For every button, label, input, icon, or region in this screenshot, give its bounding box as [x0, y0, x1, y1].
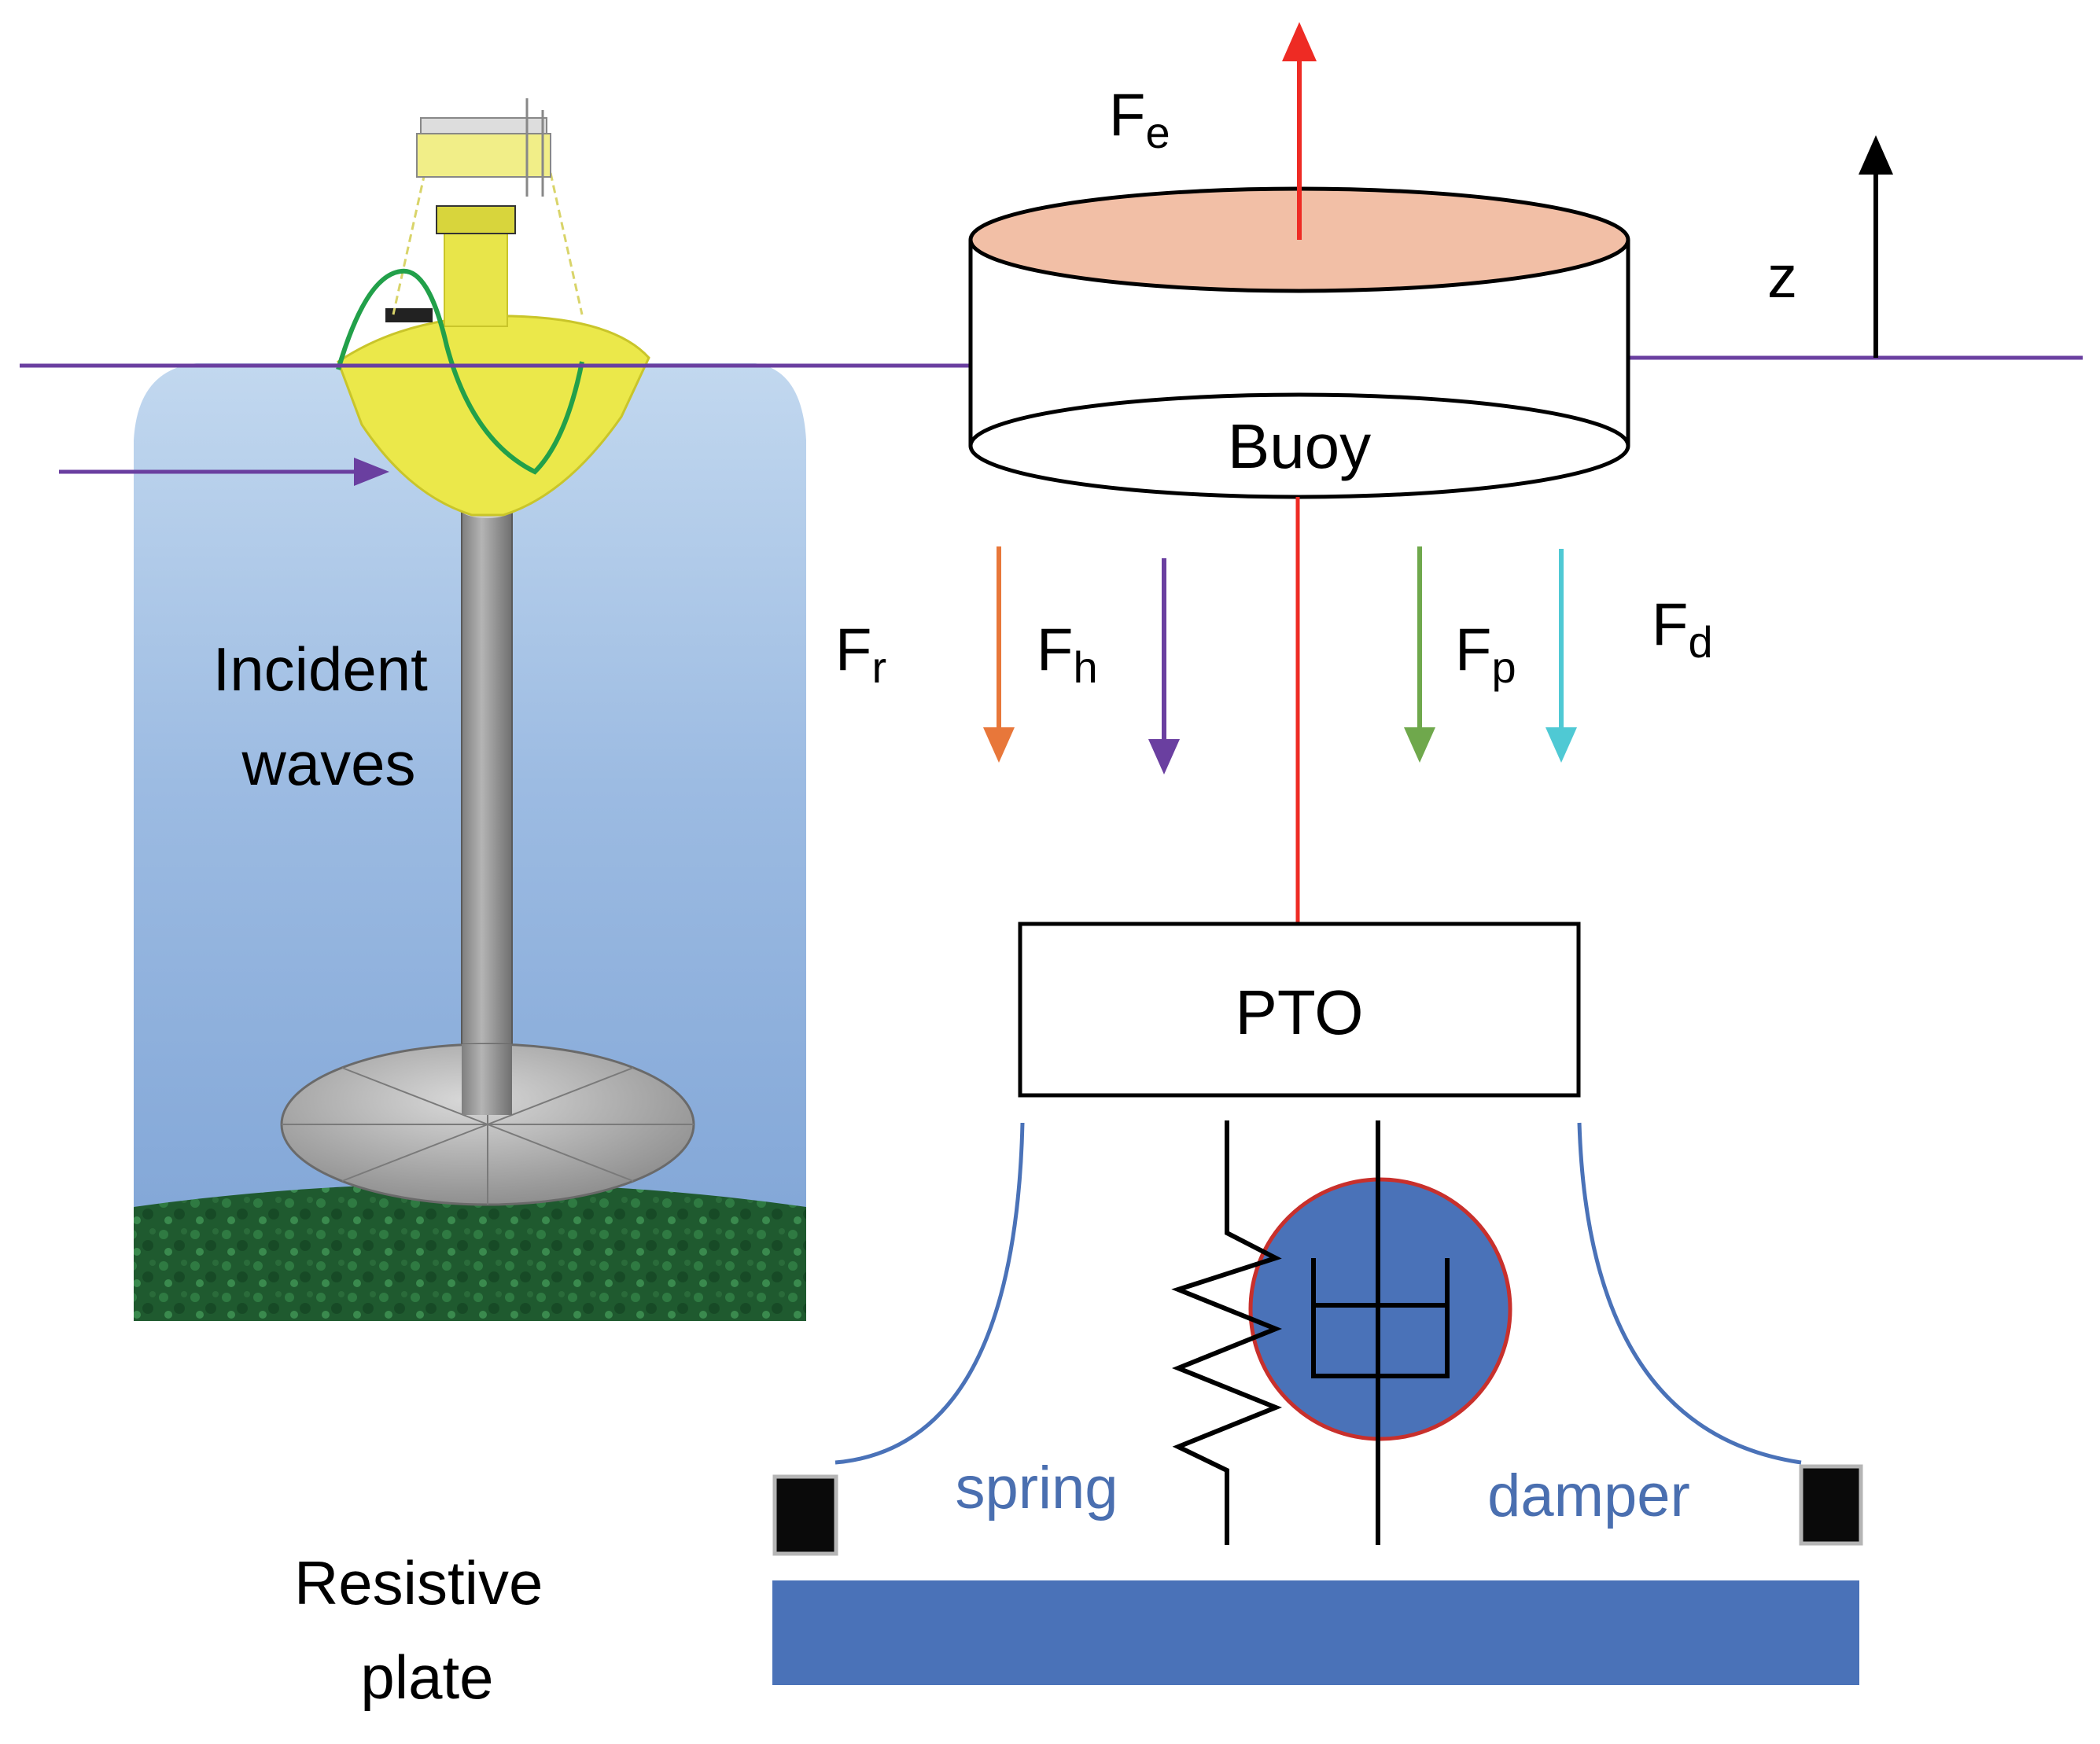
- fr-arrow: [983, 546, 1015, 763]
- resistive-plate-label: Resistive plate: [294, 1548, 560, 1712]
- spring: [1171, 1120, 1283, 1545]
- wave-converter-illustration: [59, 98, 806, 1321]
- buoy-label: Buoy: [1228, 411, 1371, 481]
- water-surface-line: [20, 355, 2083, 368]
- spar-pole: [461, 506, 513, 1117]
- fh-arrow: [1148, 558, 1180, 774]
- fp-label: Fp: [1455, 616, 1516, 692]
- spring-label: spring: [956, 1455, 1118, 1521]
- right-cable: [1577, 1122, 1802, 1465]
- fh-label: Fh: [1037, 616, 1098, 692]
- incident-wave-arrow: [59, 458, 389, 486]
- fd-label: Fd: [1652, 591, 1713, 667]
- pto-box: [1018, 922, 1581, 1098]
- fp-arrow: [1404, 546, 1435, 763]
- resistive-plate: [772, 1580, 1859, 1685]
- damper-symbol: [1311, 1120, 1450, 1545]
- left-anchor-block: [772, 1474, 838, 1556]
- right-anchor-block: [1799, 1464, 1863, 1546]
- z-axis-label: z: [1767, 244, 1797, 311]
- seabed: [134, 1183, 806, 1321]
- left-cable: [834, 1122, 1025, 1465]
- pto-label: PTO: [1235, 977, 1363, 1047]
- incident-waves-label: Incident waves: [213, 635, 445, 798]
- fr-label: Fr: [835, 616, 886, 692]
- z-axis-arrow: [1859, 135, 1893, 358]
- damper-label: damper: [1487, 1463, 1690, 1529]
- resistive-disk: [280, 1043, 695, 1206]
- fe-label: Fe: [1109, 82, 1170, 157]
- fd-arrow: [1546, 549, 1577, 763]
- wave-curve: [336, 268, 584, 475]
